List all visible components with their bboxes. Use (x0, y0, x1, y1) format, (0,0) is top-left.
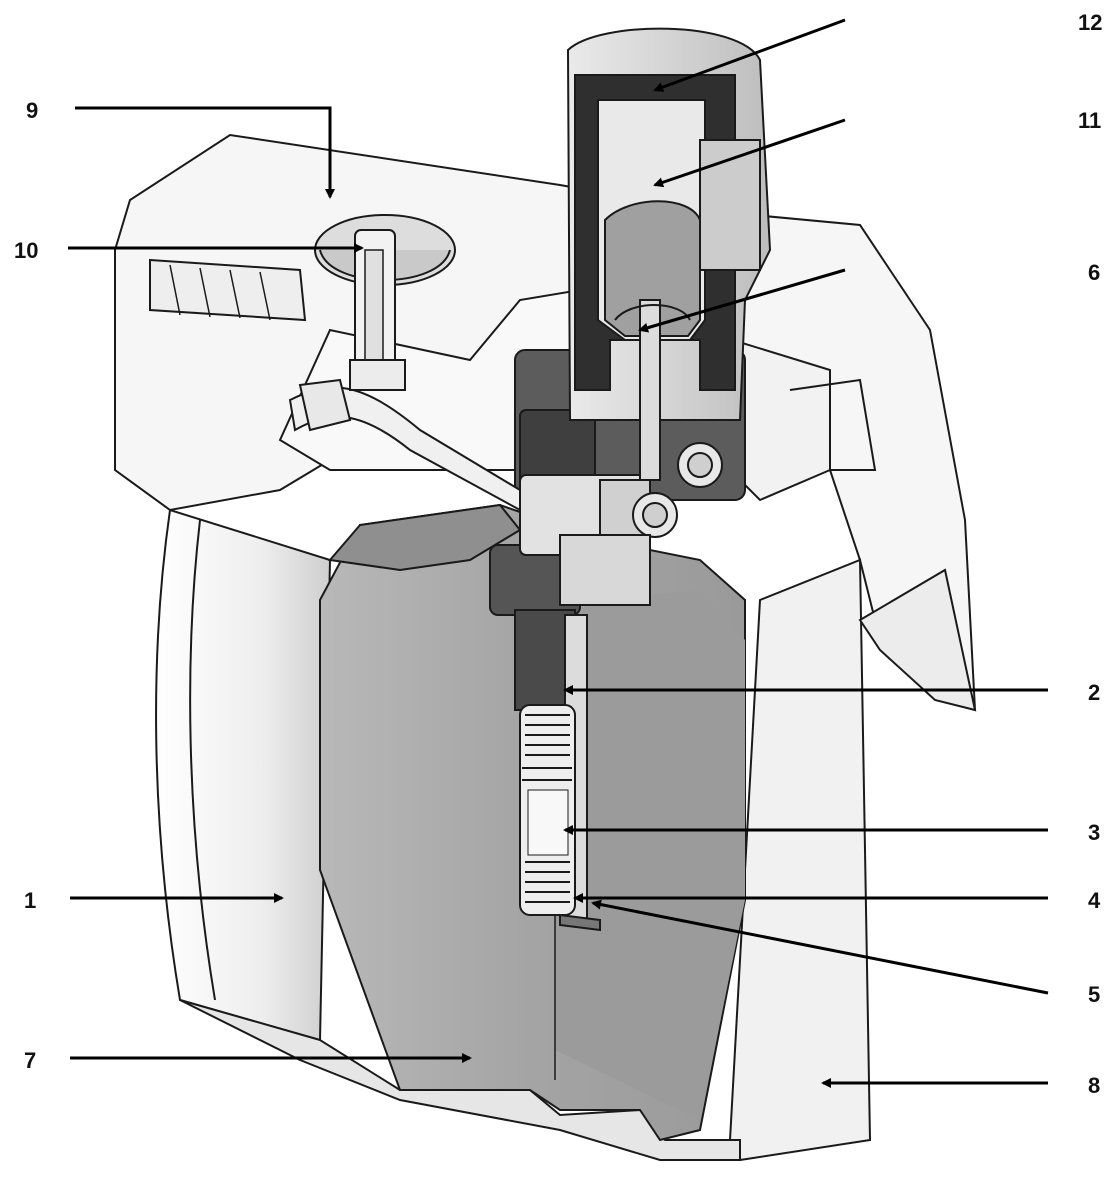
callout-arrows (68, 18, 1049, 1088)
arrow-11 (653, 118, 846, 188)
cartridge-bottom-cap (559, 913, 601, 932)
arrow-5 (591, 899, 1049, 995)
callout-6: 6 (1088, 260, 1100, 285)
housing-ribs (149, 258, 307, 322)
arrow-9 (75, 106, 335, 199)
upper-jar (566, 27, 772, 481)
tank (319, 503, 746, 1142)
callout-2: 2 (1088, 680, 1100, 705)
housing-right-side (728, 558, 872, 1162)
housing-left-lip (189, 519, 216, 1001)
arrow-12 (653, 18, 846, 92)
callout-3: 3 (1088, 820, 1100, 845)
tank-inner-shadow (555, 590, 745, 1120)
housing-right-fin (858, 568, 977, 712)
callout-5: 5 (1088, 982, 1100, 1007)
callout-11: 11 (1078, 108, 1101, 133)
jar-right-window (699, 139, 761, 271)
callout-4: 4 (1088, 888, 1101, 913)
housing-left-side (155, 508, 332, 1042)
callout-10: 10 (14, 238, 38, 263)
callout-8: 8 (1088, 1073, 1100, 1098)
jar-liquid (604, 200, 701, 337)
arrow-6 (638, 268, 846, 333)
cartridge-springs (522, 714, 572, 903)
callout-labels: 12 11 6 9 10 2 3 4 5 1 7 8 (14, 10, 1102, 1098)
callout-9: 9 (26, 98, 38, 123)
cartridge-window (527, 789, 569, 856)
jar-stem (639, 299, 661, 481)
callout-12: 12 (1078, 10, 1102, 35)
callout-1: 1 (24, 888, 36, 913)
valve-block (519, 442, 723, 606)
callout-7: 7 (24, 1048, 36, 1073)
